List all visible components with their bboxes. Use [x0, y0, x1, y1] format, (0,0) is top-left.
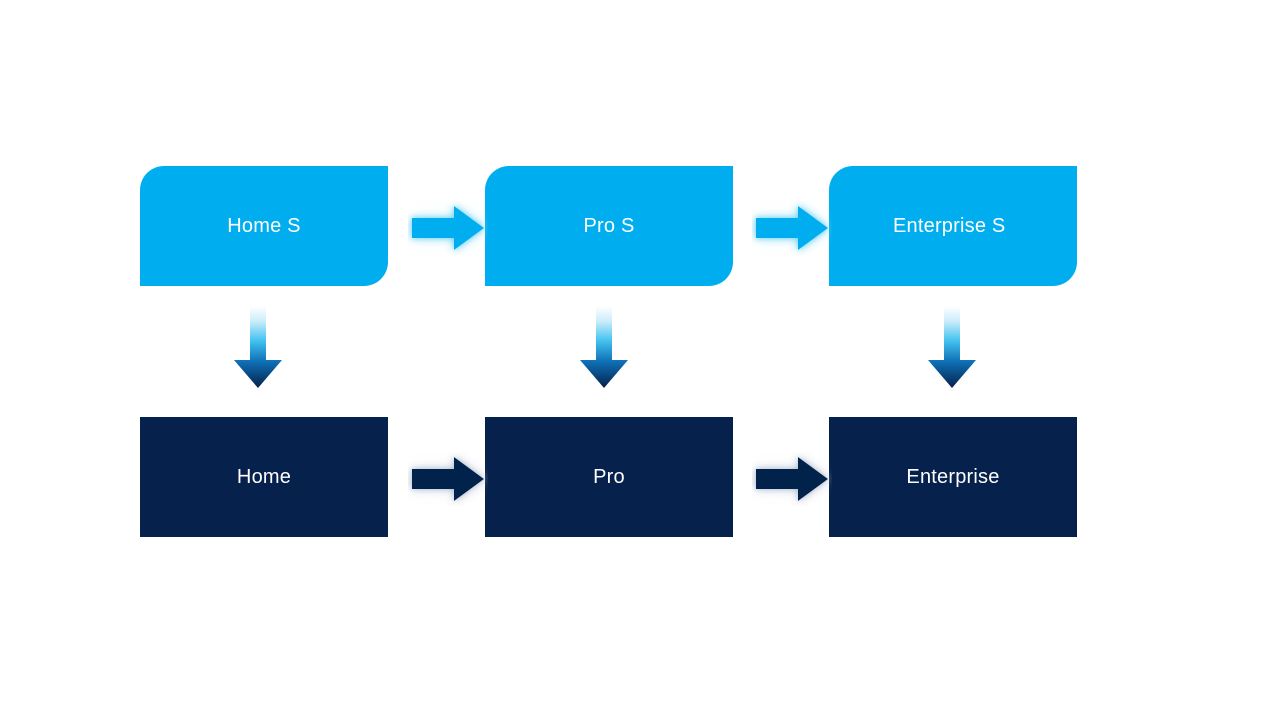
- arrow-down-icon: [580, 306, 628, 388]
- arrow-pro-s-to-pro: [578, 306, 630, 390]
- arrow-right-icon: [412, 457, 484, 501]
- arrow-right-icon: [756, 457, 828, 501]
- node-home-s[interactable]: Home S: [140, 166, 388, 286]
- node-label: Home: [236, 466, 292, 488]
- arrow-pro-to-enterprise: [752, 452, 832, 506]
- arrow-home-s-to-home: [232, 306, 284, 390]
- node-label: Pro S: [583, 215, 635, 237]
- node-pro[interactable]: Pro: [485, 417, 733, 537]
- arrow-down-icon: [928, 306, 976, 388]
- arrow-enterprise-s-to-enterprise: [926, 306, 978, 390]
- node-enterprise-s[interactable]: Enterprise S: [829, 166, 1077, 286]
- node-label: Enterprise: [906, 466, 1000, 488]
- arrow-right-icon: [412, 206, 484, 250]
- arrow-right-icon: [756, 206, 828, 250]
- arrow-home-to-pro: [408, 452, 488, 506]
- node-pro-s[interactable]: Pro S: [485, 166, 733, 286]
- node-label: Pro: [593, 466, 625, 488]
- arrow-down-icon: [234, 306, 282, 388]
- node-home[interactable]: Home: [140, 417, 388, 537]
- arrow-pro-s-to-enterprise-s: [752, 201, 832, 255]
- node-enterprise[interactable]: Enterprise: [829, 417, 1077, 537]
- arrow-home-s-to-pro-s: [408, 201, 488, 255]
- node-label: Home S: [227, 215, 301, 237]
- node-label: Enterprise S: [893, 215, 1006, 237]
